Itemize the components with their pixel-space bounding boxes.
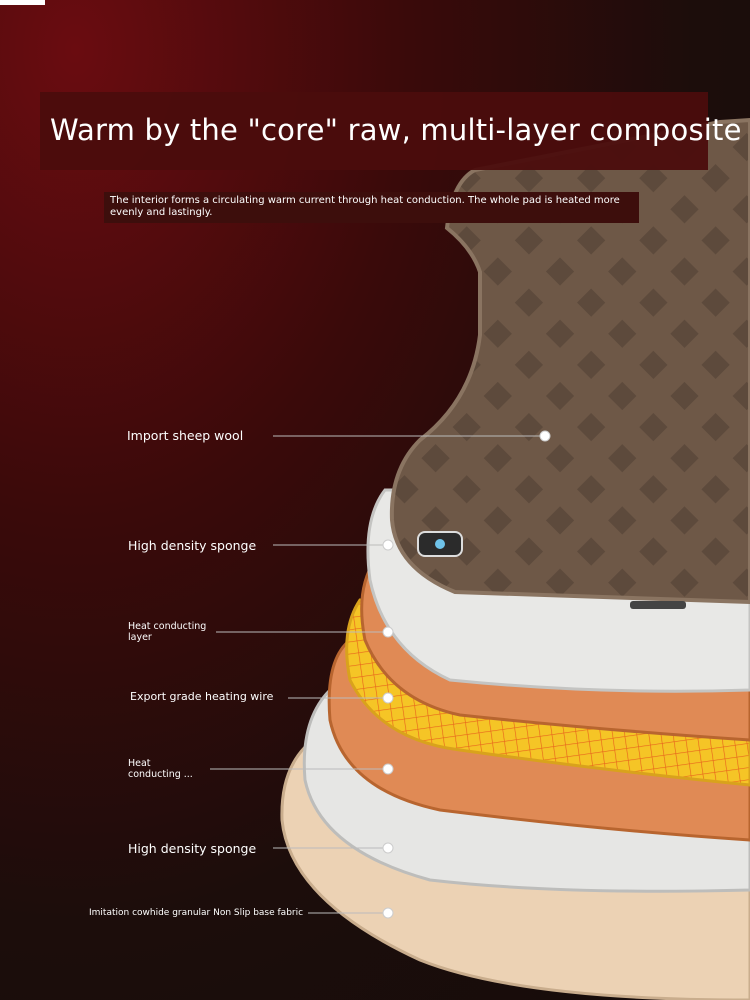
corner-mark	[0, 0, 45, 5]
leader-dots	[382, 430, 551, 919]
layer-sheep-wool	[389, 117, 750, 605]
page-title: Warm by the "core" raw, multi-layer comp…	[50, 113, 742, 147]
label-heating-wire: Export grade heating wire	[130, 690, 274, 703]
title-banner	[40, 92, 708, 170]
leader-lines	[210, 435, 540, 914]
label-sponge-bottom: High density sponge	[128, 841, 257, 856]
label-heat-conducting-bottom: Heat conducting ...	[128, 758, 193, 780]
label-sheep-wool: Import sheep wool	[127, 428, 244, 443]
label-heat-conducting-layer: Heat conducting layer	[128, 621, 207, 643]
label-base-fabric: Imitation cowhide granular Non Slip base…	[89, 908, 304, 918]
subtitle-banner	[104, 192, 639, 223]
label-sponge-top: High density sponge	[128, 538, 257, 553]
subtitle: The interior forms a circulating warm cu…	[110, 195, 620, 218]
connector-icon	[630, 601, 686, 609]
